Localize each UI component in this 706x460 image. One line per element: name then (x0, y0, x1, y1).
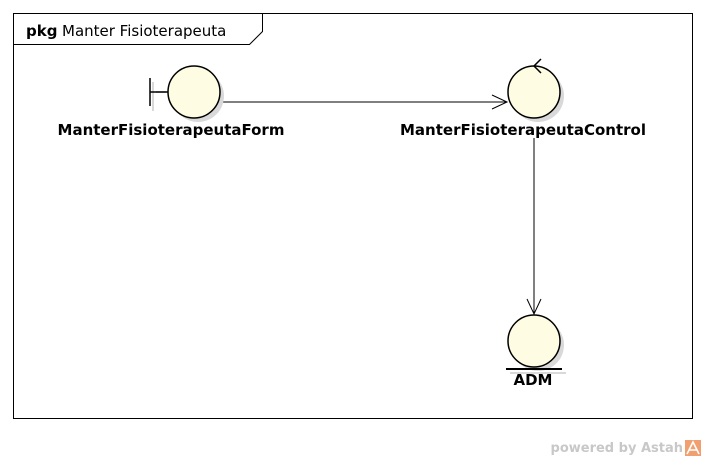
control-element[interactable]: ManterFisioterapeutaControl (400, 58, 646, 139)
boundary-element[interactable]: ManterFisioterapeutaForm (58, 65, 285, 139)
package-keyword: pkg (26, 22, 57, 40)
package-frame[interactable] (13, 13, 693, 419)
boundary-icon (149, 65, 224, 122)
entity-element[interactable]: ADM (506, 314, 566, 389)
association-control-to-adm[interactable] (526, 138, 542, 316)
control-label: ManterFisioterapeutaControl (400, 121, 646, 139)
entity-label: ADM (514, 371, 553, 389)
entity-icon (506, 314, 566, 374)
control-icon (507, 58, 564, 122)
astah-watermark: powered by Astah (551, 440, 701, 456)
association-form-to-control[interactable] (220, 94, 509, 110)
boundary-label: ManterFisioterapeutaForm (58, 121, 285, 139)
package-tab (13, 13, 263, 45)
astah-logo-icon (685, 440, 701, 456)
watermark-text: powered by Astah (551, 441, 683, 456)
package-name: Manter Fisioterapeuta (62, 22, 226, 40)
